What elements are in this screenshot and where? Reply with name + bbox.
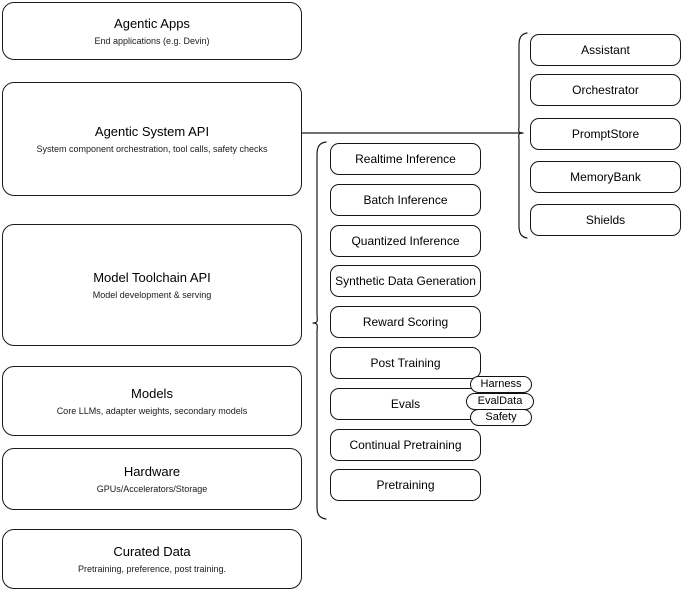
service-label: MemoryBank: [570, 169, 641, 184]
pill-harness[interactable]: Harness: [470, 376, 532, 393]
layer-title: Agentic Apps: [114, 15, 190, 31]
layer-title: Hardware: [123, 463, 181, 479]
layer-subtitle: GPUs/Accelerators/Storage: [96, 483, 208, 494]
service-promptstore[interactable]: PromptStore: [530, 118, 681, 150]
service-assistant[interactable]: Assistant: [530, 34, 681, 66]
component-label: Realtime Inference: [355, 151, 456, 166]
pill-label: EvalData: [477, 395, 523, 407]
component-label: Evals: [390, 396, 421, 411]
component-synthetic-data-generation[interactable]: Synthetic Data Generation: [330, 265, 481, 297]
brace-system-services: [518, 32, 528, 239]
pill-label: Harness: [480, 378, 522, 390]
component-reward-scoring[interactable]: Reward Scoring: [330, 306, 481, 338]
service-label: Orchestrator: [572, 82, 639, 97]
brace-toolchain-components: [312, 141, 327, 520]
layer-subtitle: Model development & serving: [92, 289, 212, 300]
layer-hardware[interactable]: Hardware GPUs/Accelerators/Storage: [2, 448, 302, 510]
layer-curated-data[interactable]: Curated Data Pretraining, preference, po…: [2, 529, 302, 589]
pill-evaldata[interactable]: EvalData: [466, 393, 534, 410]
service-label: Shields: [585, 212, 626, 227]
component-continual-pretraining[interactable]: Continual Pretraining: [330, 429, 481, 461]
layer-agentic-apps[interactable]: Agentic Apps End applications (e.g. Devi…: [2, 2, 302, 60]
component-quantized-inference[interactable]: Quantized Inference: [330, 225, 481, 257]
layer-agentic-system-api[interactable]: Agentic System API System component orch…: [2, 82, 302, 196]
component-evals[interactable]: Evals: [330, 388, 481, 420]
layer-subtitle: Pretraining, preference, post training.: [77, 563, 227, 574]
service-label: PromptStore: [571, 126, 640, 141]
component-label: Post Training: [370, 355, 441, 370]
layer-model-toolchain-api[interactable]: Model Toolchain API Model development & …: [2, 224, 302, 346]
component-label: Continual Pretraining: [349, 437, 462, 452]
component-label: Batch Inference: [363, 192, 448, 207]
component-label: Pretraining: [376, 477, 435, 492]
layer-models[interactable]: Models Core LLMs, adapter weights, secon…: [2, 366, 302, 436]
component-batch-inference[interactable]: Batch Inference: [330, 184, 481, 216]
layer-title: Curated Data: [113, 543, 191, 559]
component-realtime-inference[interactable]: Realtime Inference: [330, 143, 481, 175]
component-label: Synthetic Data Generation: [335, 273, 476, 288]
layer-title: Model Toolchain API: [93, 269, 211, 285]
pill-label: Safety: [485, 411, 517, 423]
layer-title: Agentic System API: [94, 123, 210, 139]
service-label: Assistant: [581, 42, 630, 57]
layer-subtitle: End applications (e.g. Devin): [94, 35, 210, 46]
layer-subtitle: System component orchestration, tool cal…: [36, 143, 268, 154]
pill-safety[interactable]: Safety: [470, 409, 532, 426]
layer-subtitle: Core LLMs, adapter weights, secondary mo…: [56, 405, 248, 416]
service-orchestrator[interactable]: Orchestrator: [530, 74, 681, 106]
component-post-training[interactable]: Post Training: [330, 347, 481, 379]
layer-title: Models: [131, 385, 173, 401]
service-shields[interactable]: Shields: [530, 204, 681, 236]
service-memorybank[interactable]: MemoryBank: [530, 161, 681, 193]
component-pretraining[interactable]: Pretraining: [330, 469, 481, 501]
component-label: Quantized Inference: [351, 233, 460, 248]
component-label: Reward Scoring: [362, 314, 449, 329]
